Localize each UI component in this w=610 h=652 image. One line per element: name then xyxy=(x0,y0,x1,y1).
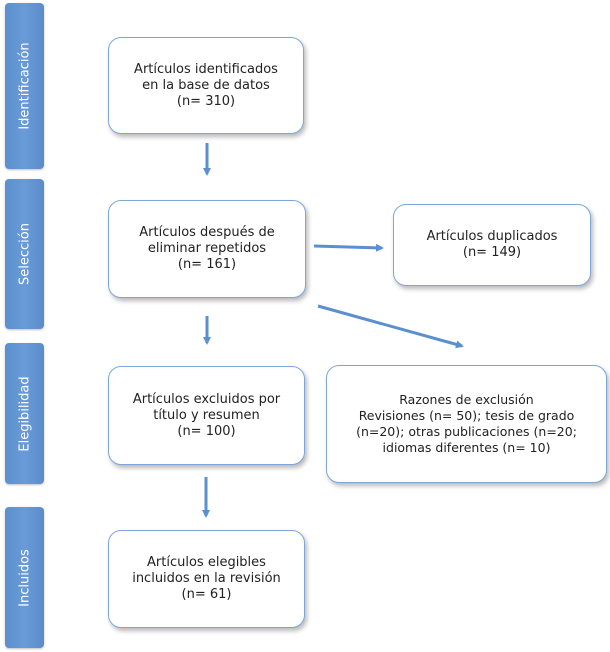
box-after-removal-line-1: Artículos después de xyxy=(139,225,275,240)
box-included: Artículos elegibles incluidos en la revi… xyxy=(108,530,305,628)
phase-identificacion: Identificación xyxy=(5,3,44,169)
box-included-line-2: incluidos en la revisión xyxy=(132,571,281,586)
box-identified-line-2: en la base de datos xyxy=(142,77,270,93)
arrow-after-removal-to-reasons xyxy=(317,304,464,349)
box-reasons-line-3: (n=20); otras publicaciones (n=20; xyxy=(356,424,577,439)
box-excluded-line-3: (n= 100) xyxy=(177,423,236,439)
phase-incluidos: Incluidos xyxy=(5,507,44,648)
box-reasons-line-4: idiomas diferentes (n= 10) xyxy=(382,440,551,455)
box-reasons-line-2: Revisiones (n= 50); tesis de grado xyxy=(358,408,575,423)
phase-seleccion: Selección xyxy=(5,179,44,329)
box-duplicates: Artículos duplicados (n= 149) xyxy=(393,204,591,286)
box-included-line-1: Artículos elegibles xyxy=(147,555,266,570)
box-duplicates-line-1: Artículos duplicados xyxy=(426,229,558,244)
box-identified: Artículos identificados en la base de da… xyxy=(108,37,304,134)
box-excluded-line-2: título y resumen xyxy=(153,407,260,423)
box-after-removal: Artículos después de eliminar repetidos … xyxy=(108,200,306,298)
box-reasons: Razones de exclusión Revisiones (n= 50);… xyxy=(326,365,607,483)
phase-elegibilidad: Elegibilidad xyxy=(5,343,44,484)
box-after-removal-line-2: eliminar repetidos xyxy=(147,241,267,256)
box-identified-line-1: Artículos identificados xyxy=(134,61,278,77)
box-reasons-line-1: Razones de exclusión xyxy=(399,392,534,407)
box-duplicates-line-2: (n= 149) xyxy=(462,245,522,260)
box-excluded-line-1: Artículos excluidos por xyxy=(132,391,281,407)
box-identified-line-3: (n= 310) xyxy=(176,93,236,109)
box-after-removal-line-3: (n= 161) xyxy=(177,257,237,272)
arrow-after-removal-to-duplicates xyxy=(313,243,384,252)
box-excluded: Artículos excluidos por título y resumen… xyxy=(108,366,305,465)
box-included-line-3: (n= 61) xyxy=(181,587,232,602)
